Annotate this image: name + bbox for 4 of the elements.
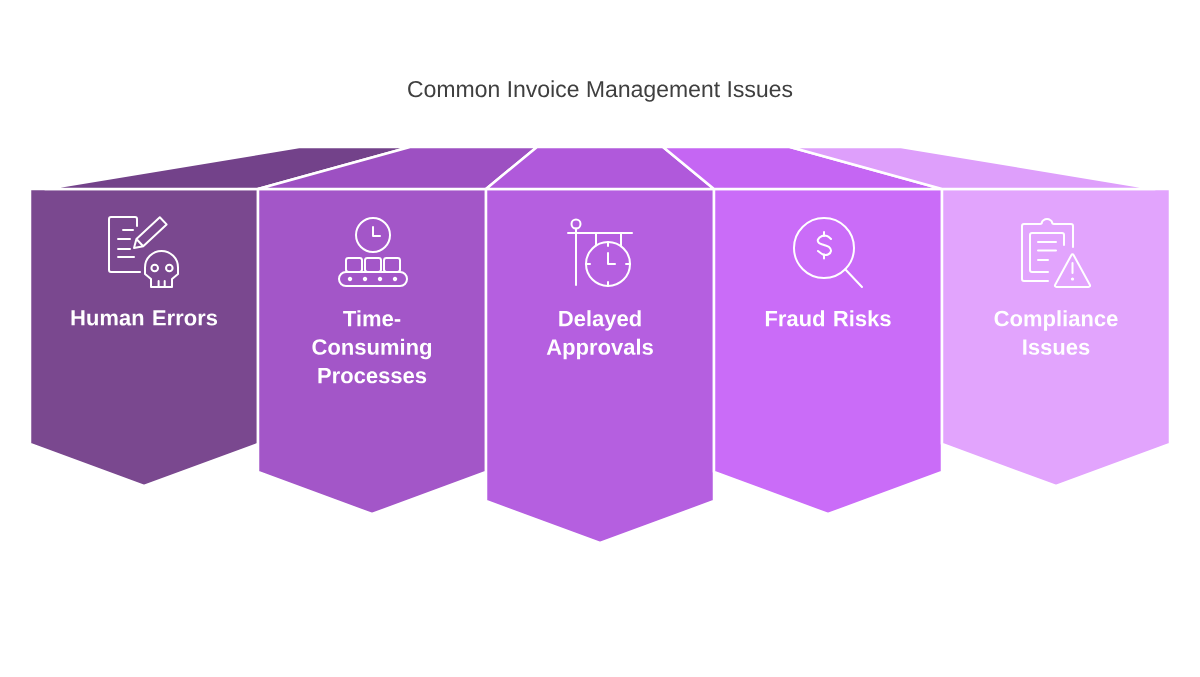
column-block: Delayed Approvals <box>484 145 716 545</box>
title: Common Invoice Management Issues <box>408 80 793 102</box>
column-block: Time-Consuming Processes <box>256 145 539 516</box>
column-block: Fraud Risks <box>661 145 944 516</box>
